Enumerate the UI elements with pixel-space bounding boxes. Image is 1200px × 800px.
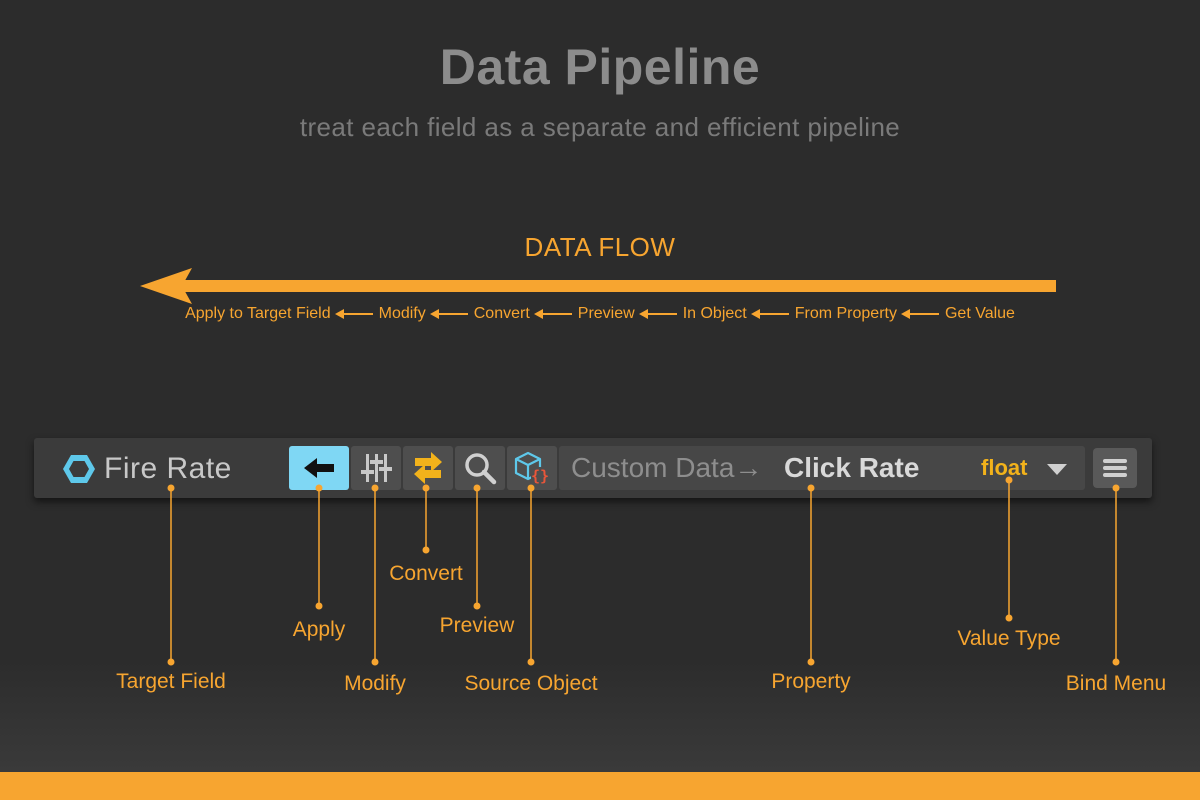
hexagon-icon xyxy=(63,455,95,483)
callout-target-field: Target Field xyxy=(116,670,226,693)
callout-source-object: Source Object xyxy=(464,672,598,695)
flow-arrow-icon xyxy=(900,309,939,319)
chevron-down-icon[interactable] xyxy=(1047,464,1067,476)
callout-property: Property xyxy=(771,670,851,693)
callout-convert: Convert xyxy=(389,562,463,585)
flow-arrow-icon xyxy=(429,309,468,319)
callout-preview: Preview xyxy=(439,614,515,637)
page-title: Data Pipeline xyxy=(439,39,761,95)
binding-toolbar: Fire Rate {} xyxy=(34,438,1152,498)
hamburger-icon xyxy=(1103,459,1127,477)
flow-step-from-property: From Property xyxy=(794,305,897,322)
property-path-field[interactable]: Custom Data→ Click Rate float xyxy=(559,446,1085,490)
page-subtitle: treat each field as a separate and effic… xyxy=(299,112,901,142)
callout-bind-menu: Bind Menu xyxy=(1065,672,1167,695)
svg-text:{}: {} xyxy=(531,467,549,485)
flow-arrow-icon xyxy=(750,309,789,319)
data-flow-title: DATA FLOW xyxy=(524,232,676,262)
swap-arrows-icon xyxy=(414,452,442,484)
cube-braces-icon: {} xyxy=(514,451,549,485)
bottom-accent-bar xyxy=(0,772,1200,800)
arrow-left-icon xyxy=(304,458,334,478)
flow-step-in-object: In Object xyxy=(682,305,747,322)
modify-button[interactable] xyxy=(351,446,401,490)
callout-value-type: Value Type xyxy=(957,627,1061,650)
convert-button[interactable] xyxy=(403,446,453,490)
flow-arrow-icon xyxy=(638,309,677,319)
sliders-icon xyxy=(361,454,392,482)
flow-step-convert: Convert xyxy=(473,305,530,322)
data-flow-steps: Apply to Target Field Modify Convert Pre… xyxy=(0,305,1200,323)
flow-arrow-icon xyxy=(334,309,373,319)
data-flow-arrow xyxy=(140,268,1056,304)
callout-apply: Apply xyxy=(292,618,346,641)
flow-step-preview: Preview xyxy=(577,305,635,322)
flow-arrow-icon xyxy=(533,309,572,319)
flow-step-apply: Apply to Target Field xyxy=(185,305,331,322)
source-object-button[interactable]: {} xyxy=(507,446,557,490)
flow-step-get-value: Get Value xyxy=(944,305,1015,322)
target-field[interactable]: Fire Rate xyxy=(62,452,232,486)
callout-modify: Modify xyxy=(344,672,406,695)
property-name: Click Rate xyxy=(784,452,920,483)
magnifier-icon xyxy=(465,453,497,485)
target-field-label: Fire Rate xyxy=(104,452,232,485)
preview-button[interactable] xyxy=(455,446,505,490)
source-path: Custom Data→ xyxy=(571,452,763,483)
apply-button[interactable] xyxy=(289,446,349,490)
bind-menu-button[interactable] xyxy=(1093,448,1137,488)
flow-step-modify: Modify xyxy=(378,305,426,322)
value-type[interactable]: float xyxy=(981,455,1028,480)
